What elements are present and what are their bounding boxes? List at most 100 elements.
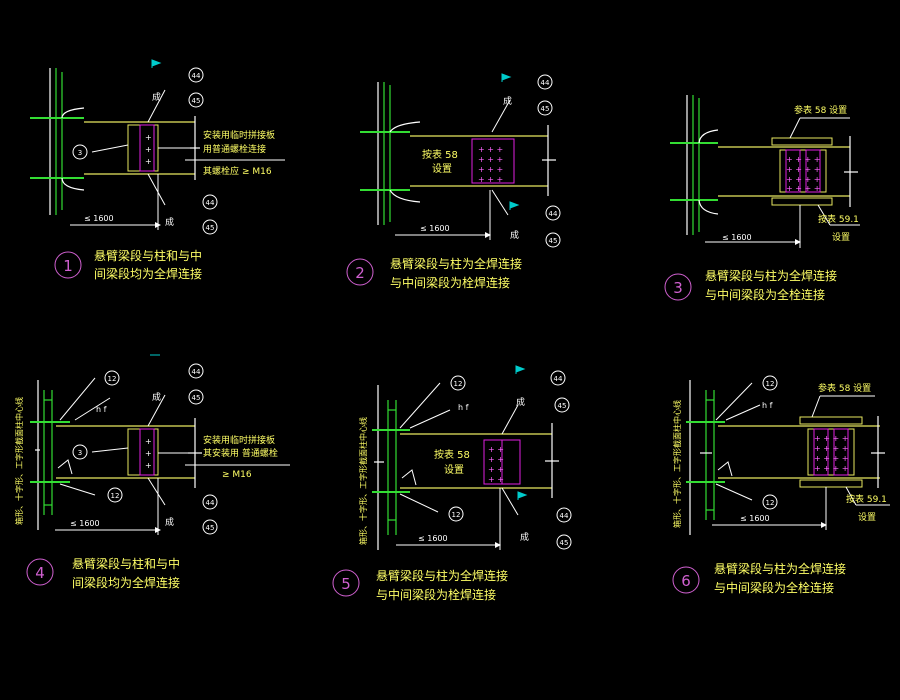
svg-text:44: 44 <box>554 375 563 383</box>
svg-text:+ + + +: + + + + <box>786 165 820 174</box>
svg-text:1: 1 <box>63 257 73 275</box>
svg-text:+ + + +: + + + + <box>814 434 848 443</box>
caption-line: 悬臂梁段与柱和与中 <box>72 556 180 571</box>
ref-circle: 12 <box>450 375 466 391</box>
callout-circle: 3 <box>72 444 88 460</box>
splice-plate: + + + + + + + + + + + + <box>471 138 515 184</box>
dimension-label: ≤ 1600 <box>722 233 752 242</box>
hf-label: h f <box>96 405 107 414</box>
svg-text:3: 3 <box>78 149 82 157</box>
caption-line: 悬臂梁段与柱为全焊连接 <box>390 256 522 271</box>
svg-text:3: 3 <box>673 279 683 297</box>
caption-line: 与中间梁段为全栓连接 <box>705 287 825 302</box>
bottom-label: 设置 <box>858 512 876 523</box>
weld-char: 成 <box>516 396 525 408</box>
column <box>30 380 70 530</box>
column <box>360 82 421 225</box>
svg-text:45: 45 <box>206 224 215 232</box>
svg-text:+ + +: + + + <box>478 165 503 174</box>
column <box>30 68 85 215</box>
svg-text:+ + + +: + + + + <box>814 464 848 473</box>
note-line: 用普通螺栓连接 <box>203 143 266 155</box>
beam-label: 按表 58 <box>422 148 458 161</box>
ref-circle: 45 <box>188 389 204 405</box>
ref-circle: 12 <box>762 375 778 391</box>
note-line: 其螺栓应 <box>203 165 239 177</box>
svg-text:+ + + +: + + + + <box>786 184 820 193</box>
ref-circle: 45 <box>188 92 204 108</box>
weld-flag-icon <box>509 201 520 210</box>
ref-circle: 44 <box>545 205 561 221</box>
column <box>670 95 719 235</box>
dimension-label: ≤ 1600 <box>740 514 770 523</box>
splice-plate: + + + <box>127 124 159 172</box>
detail-number-circle: 6 <box>672 566 700 594</box>
bolted-splice: + + + + + + + + + + + + + + + + <box>799 416 863 488</box>
ref-circle: 45 <box>202 519 218 535</box>
svg-text:4: 4 <box>35 564 45 582</box>
column <box>686 380 725 535</box>
ref-circle: 45 <box>545 232 561 248</box>
svg-text:45: 45 <box>192 97 201 105</box>
svg-text:+: + <box>145 133 152 142</box>
svg-text:+ +: + + <box>488 465 504 474</box>
svg-text:+ + + +: + + + + <box>814 444 848 453</box>
ref-circle: 44 <box>556 507 572 523</box>
svg-text:12: 12 <box>111 492 120 500</box>
caption-line: 间梁段均为全焊连接 <box>72 575 180 590</box>
detail-3: + + + + + + + + + + + + + + + + 参表 58 设置… <box>664 95 860 302</box>
weld-flag-icon <box>501 73 512 82</box>
beam-label: 按表 58 <box>434 448 470 461</box>
caption-line: 与中间梁段为全栓连接 <box>714 580 834 595</box>
svg-text:+ +: + + <box>488 455 504 464</box>
svg-text:45: 45 <box>206 524 215 532</box>
splice-plate: + + + <box>127 428 159 476</box>
ref-circle: 45 <box>556 534 572 550</box>
svg-text:12: 12 <box>452 511 461 519</box>
beam <box>410 125 556 196</box>
top-label: 参表 58 设置 <box>794 104 847 116</box>
callout-circle: 3 <box>72 144 88 160</box>
ref-circle: 44 <box>550 370 566 386</box>
weld-char: 成 <box>152 91 161 103</box>
svg-text:5: 5 <box>341 575 351 593</box>
hf-label: h f <box>762 401 773 410</box>
detail-number-circle: 2 <box>346 258 374 286</box>
beam <box>718 416 885 488</box>
bottom-label: 按表 59.1 <box>818 213 859 225</box>
weld-char: 成 <box>152 391 161 403</box>
ref-circle: 44 <box>188 67 204 83</box>
caption-line: 与中间梁段为栓焊连接 <box>390 275 510 290</box>
svg-text:+ + + +: + + + + <box>786 155 820 164</box>
ref-circle: 12 <box>762 494 778 510</box>
svg-text:45: 45 <box>558 402 567 410</box>
svg-text:12: 12 <box>108 375 117 383</box>
detail-1: + + + 44 45 44 45 成 成 3 安装用临时拼接板 用普通螺栓连接… <box>30 59 285 281</box>
splice-plate: + + + + + + + + <box>483 439 521 485</box>
ref-circle: 44 <box>188 363 204 379</box>
bolted-splice: + + + + + + + + + + + + + + + + <box>771 137 833 206</box>
beam <box>718 136 858 207</box>
caption-line: 间梁段均为全焊连接 <box>94 266 202 281</box>
weld-flag-icon <box>151 59 162 68</box>
svg-text:+: + <box>145 145 152 154</box>
weld-char: 成 <box>520 531 529 543</box>
dimension-label: ≤ 1600 <box>84 214 114 223</box>
beam-label: 设置 <box>432 163 452 175</box>
svg-text:12: 12 <box>766 380 775 388</box>
column-centerline-text: 箱形、十字形、工字形截面柱中心线 <box>672 400 682 528</box>
caption-line: 悬臂梁段与柱为全焊连接 <box>714 561 846 576</box>
weld-flag-icon <box>517 491 528 500</box>
ref-circle: 44 <box>202 194 218 210</box>
beam <box>400 423 559 498</box>
svg-text:+: + <box>145 461 152 470</box>
ref-circle: 45 <box>554 397 570 413</box>
ref-circle: 45 <box>537 100 553 116</box>
weld-char: 成 <box>165 516 174 528</box>
weld-char: 成 <box>503 95 512 107</box>
column <box>372 385 410 550</box>
weld-char: 成 <box>165 216 174 228</box>
svg-text:+ + + +: + + + + <box>786 175 820 184</box>
ref-circle: 45 <box>202 219 218 235</box>
